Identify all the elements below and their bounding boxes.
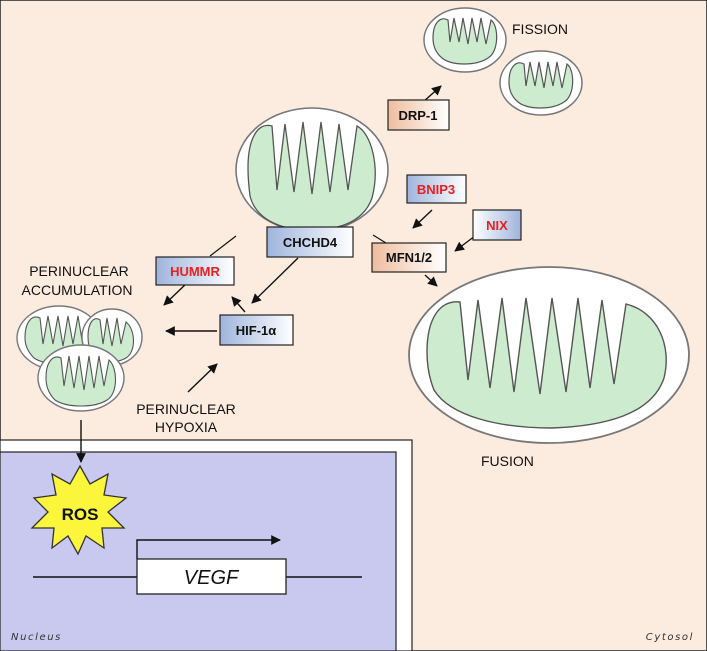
mfn-box: MFN1/2 — [371, 242, 447, 273]
perinuclear-accumulation-line2: ACCUMULATION — [22, 282, 133, 298]
mitochondrion-central — [235, 107, 389, 233]
arrow-hypoxia-to-hif — [187, 363, 218, 393]
perinuclear-hypoxia-line2: HYPOXIA — [155, 419, 218, 435]
vegf-label: VEGF — [184, 567, 240, 589]
mitochondrion-perinuclear-3 — [37, 344, 125, 412]
nix-box: NIX — [472, 209, 522, 241]
chchd4-label: CHCHD4 — [283, 235, 338, 250]
cytosol-label: Cytosol — [646, 632, 694, 643]
mitochondrion-fission-2 — [499, 50, 583, 116]
arrow-drp1-to-fission — [422, 85, 442, 103]
arrow-mfn-to-fusion — [424, 274, 438, 287]
fission-label: FISSION — [512, 21, 568, 37]
arrow-chchd4-to-hif — [251, 257, 299, 304]
arrow-hif-to-hummr — [231, 296, 246, 313]
drp1-label: DRP-1 — [398, 108, 437, 123]
hif-box: HIF-1α — [219, 314, 294, 346]
hummr-box: HUMMR — [155, 256, 235, 286]
perinuclear-accumulation-line1: PERINUCLEAR — [29, 263, 129, 279]
nix-label: NIX — [486, 218, 508, 233]
hif-label: HIF-1α — [236, 323, 277, 338]
mitochondrion-fission-1 — [423, 7, 507, 73]
arrow-nix-to-mfn — [454, 235, 476, 252]
line-central-to-hummr — [209, 235, 237, 257]
vegf-gene-box: VEGF — [136, 558, 287, 595]
arrow-hummr-to-perinuclear — [163, 281, 189, 306]
hummr-label: HUMMR — [170, 264, 220, 279]
bnip3-label: BNIP3 — [417, 182, 455, 197]
mfn-label: MFN1/2 — [386, 250, 432, 265]
transcription-arrow — [136, 535, 281, 559]
arrow-bnip3-to-mfn — [412, 209, 433, 229]
fusion-label: FUSION — [481, 453, 534, 469]
ros-burst: ROS — [30, 464, 128, 556]
nucleus-label: Nucleus — [11, 632, 62, 643]
line-central-to-mfn — [372, 234, 387, 244]
drp1-box: DRP-1 — [387, 99, 450, 131]
chchd4-box: CHCHD4 — [266, 226, 354, 258]
perinuclear-hypoxia-line1: PERINUCLEAR — [136, 401, 236, 417]
ros-label: ROS — [62, 505, 99, 524]
mitochondrion-fusion — [408, 266, 690, 444]
bnip3-box: BNIP3 — [406, 174, 467, 204]
